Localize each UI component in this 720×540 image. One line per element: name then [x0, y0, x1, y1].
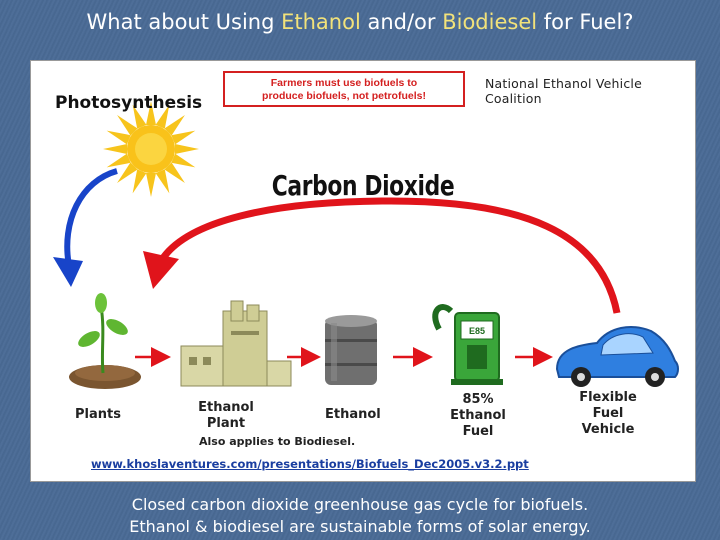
pump-sign-text: E85	[469, 326, 485, 336]
label-flexible-fuel-vehicle: Flexible Fuel Vehicle	[575, 390, 641, 438]
label-ethanol-plant: Ethanol Plant	[191, 400, 261, 432]
label-vehicle-line-2: Fuel	[592, 406, 624, 421]
diagram-panel: E85 Photosynthesis Farmers must use biof…	[30, 60, 696, 482]
label-e85-line-1: 85%	[462, 392, 494, 407]
sun-icon	[103, 101, 199, 197]
title-ethanol: Ethanol	[281, 10, 361, 34]
cycle-artwork: E85	[53, 101, 679, 389]
caption-line-2: Ethanol & biodiesel are sustainable form…	[129, 517, 591, 536]
coalition-logo-text: National Ethanol Vehicle Coalition	[485, 76, 642, 106]
label-e85-line-2: Ethanol	[450, 408, 506, 423]
label-plants: Plants	[75, 407, 121, 422]
slide-title: What about Using Ethanol and/or Biodiese…	[0, 10, 720, 34]
label-ethanol: Ethanol	[325, 407, 381, 422]
label-ethanol-plant-line-2: Plant	[206, 416, 246, 431]
label-ethanol-plant-line-1: Ethanol	[198, 400, 254, 415]
warning-box: Farmers must use biofuels to produce bio…	[223, 71, 465, 107]
label-e85-fuel: 85% Ethanol Fuel	[445, 392, 511, 440]
ethanol-plant-icon	[180, 300, 292, 387]
source-link[interactable]: www.khoslaventures.com/presentations/Bio…	[91, 457, 529, 471]
caption-line-1: Closed carbon dioxide greenhouse gas cyc…	[131, 495, 589, 514]
slide-caption: Closed carbon dioxide greenhouse gas cyc…	[0, 494, 720, 538]
title-part-3: and/or	[360, 10, 443, 34]
warning-line-2: produce biofuels, not petrofuels!	[262, 90, 426, 102]
label-vehicle-line-1: Flexible	[579, 390, 637, 405]
title-biodiesel: Biodiesel	[442, 10, 538, 34]
blue-cycle-arrow-icon	[53, 168, 118, 287]
carbon-dioxide-heading: Carbon Dioxide	[271, 169, 455, 202]
warning-line-1: Farmers must use biofuels to	[270, 77, 418, 89]
also-applies-note: Also applies to Biodiesel.	[199, 435, 356, 448]
fuel-pump-icon: E85	[432, 304, 503, 385]
label-e85-line-3: Fuel	[462, 424, 494, 439]
title-part-5: for Fuel?	[537, 10, 634, 34]
title-part-1: What about Using	[86, 10, 282, 34]
seedling-icon	[69, 293, 141, 389]
car-icon	[555, 326, 679, 387]
barrel-icon	[325, 315, 377, 385]
red-cycle-arrow-icon	[143, 197, 621, 314]
label-vehicle-line-3: Vehicle	[581, 422, 635, 437]
photosynthesis-label: Photosynthesis	[55, 93, 203, 113]
